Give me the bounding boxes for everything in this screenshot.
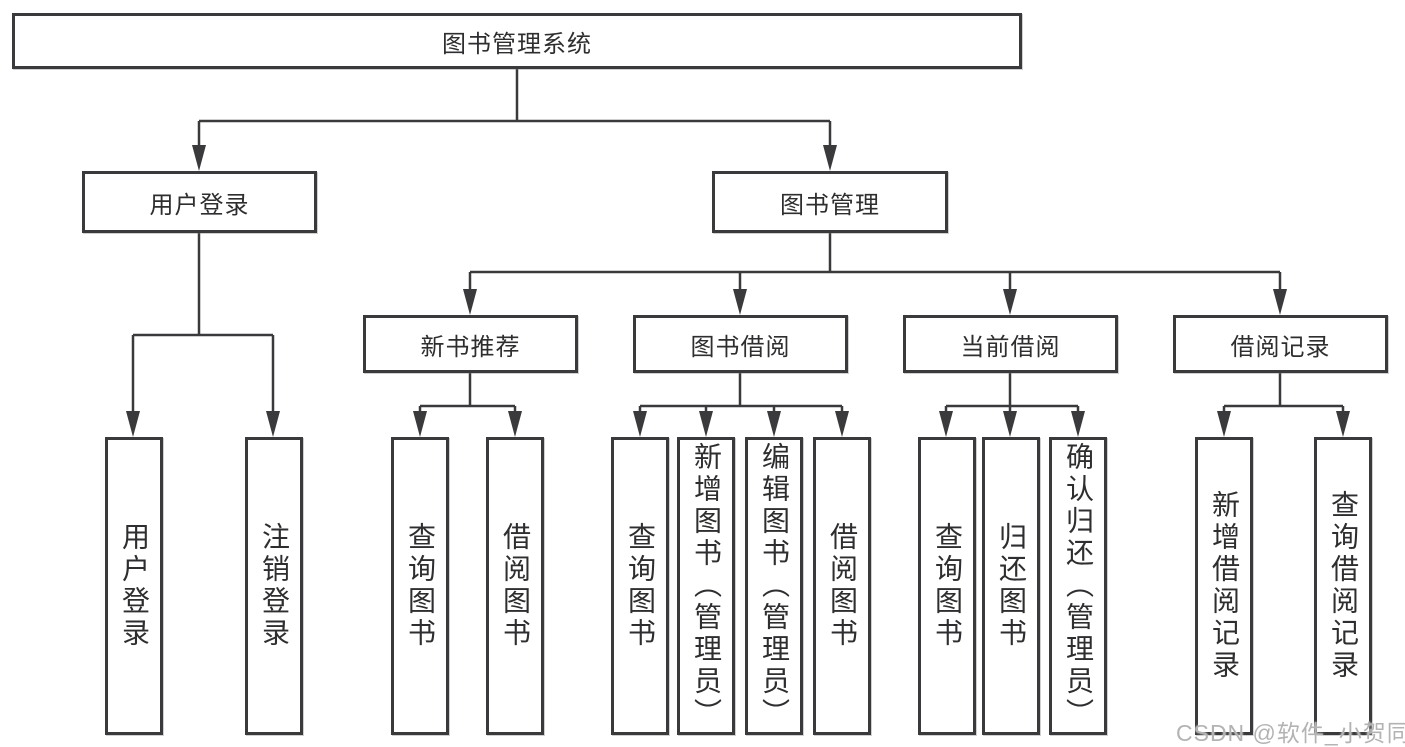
- node-user-login: 用户登录: [82, 171, 317, 233]
- node-leaf-user-login: 用户登录: [105, 437, 163, 735]
- node-borrowing-records: 借阅记录: [1173, 315, 1388, 373]
- node-book-borrowing: 图书借阅: [633, 315, 848, 373]
- node-label: 用户登录: [119, 522, 150, 650]
- node-book-management: 图书管理: [712, 171, 948, 233]
- node-label: 编辑图书（管理员）: [759, 442, 790, 730]
- node-label: 当前借阅: [960, 333, 1061, 361]
- node-leaf-logout: 注销登录: [245, 437, 303, 735]
- node-leaf-add-borrow-record: 新增借阅记录: [1195, 437, 1253, 735]
- node-leaf-borrow-query-books: 查询图书: [611, 437, 669, 735]
- watermark: CSDN @软件_小贺同学: [1176, 720, 1405, 746]
- node-label: 借阅记录: [1230, 333, 1331, 361]
- node-leaf-edit-books-admin: 编辑图书（管理员）: [745, 437, 803, 735]
- node-library-management-system: 图书管理系统: [12, 13, 1022, 69]
- node-label: 查询图书: [932, 522, 963, 650]
- node-label: 注销登录: [259, 522, 290, 650]
- node-label: 用户登录: [149, 191, 250, 219]
- node-label: 查询借阅记录: [1328, 490, 1359, 682]
- node-label: 确认归还（管理员）: [1063, 442, 1094, 730]
- node-label: 归还图书: [996, 522, 1027, 650]
- arrowheads: [126, 145, 1350, 437]
- node-current-borrowing: 当前借阅: [903, 315, 1118, 373]
- node-leaf-recommend-query-books: 查询图书: [391, 437, 449, 735]
- node-leaf-current-query-books: 查询图书: [918, 437, 976, 735]
- node-leaf-return-books: 归还图书: [982, 437, 1040, 735]
- node-new-book-recommend: 新书推荐: [363, 315, 578, 373]
- node-label: 借阅图书: [827, 522, 858, 650]
- node-leaf-query-borrow-record: 查询借阅记录: [1314, 437, 1372, 735]
- node-label: 新增借阅记录: [1209, 490, 1240, 682]
- node-leaf-recommend-borrow-books: 借阅图书: [486, 437, 544, 735]
- node-label: 图书管理系统: [442, 30, 592, 58]
- node-label: 新增图书（管理员）: [691, 442, 722, 730]
- node-label: 图书管理: [780, 191, 880, 219]
- node-label: 图书借阅: [690, 333, 791, 361]
- node-leaf-borrow-books: 借阅图书: [813, 437, 871, 735]
- node-leaf-add-books-admin: 新增图书（管理员）: [677, 437, 735, 735]
- node-label: 查询图书: [405, 522, 436, 650]
- node-label: 查询图书: [625, 522, 656, 650]
- node-label: 借阅图书: [500, 522, 531, 650]
- node-label: 新书推荐: [420, 333, 521, 361]
- node-leaf-confirm-return-admin: 确认归还（管理员）: [1049, 437, 1107, 735]
